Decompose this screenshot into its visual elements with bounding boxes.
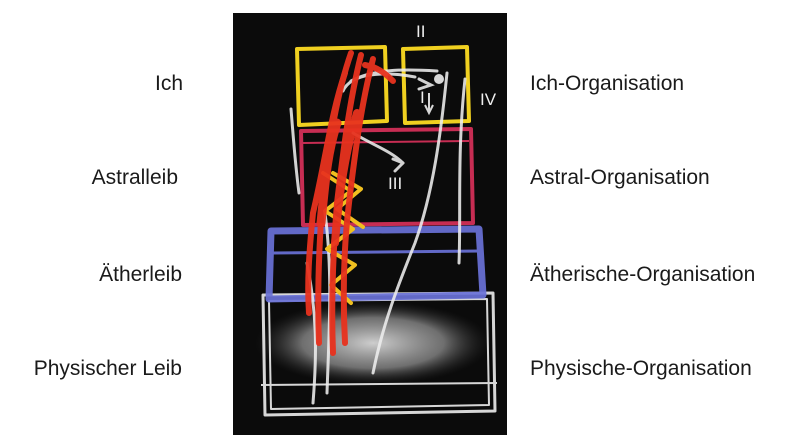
numeral-i: I: [420, 88, 425, 107]
numeral-iii: III: [388, 174, 402, 193]
blackboard-drawing: II I IV III: [233, 13, 507, 435]
blackboard-svg: II I IV III: [233, 13, 507, 435]
label-aetherleib: Ätherleib: [99, 264, 182, 285]
numeral-iv: IV: [480, 90, 497, 109]
label-physischer-leib: Physischer Leib: [34, 358, 182, 379]
numeral-ii: II: [416, 22, 425, 41]
label-ich: Ich: [155, 73, 183, 94]
label-astralleib: Astralleib: [92, 167, 178, 188]
label-astral-organisation: Astral-Organisation: [530, 167, 710, 188]
label-physische-organisation: Physische-Organisation: [530, 358, 752, 379]
label-aetherische-organisation: Ätherische-Organisation: [530, 264, 755, 285]
label-ich-organisation: Ich-Organisation: [530, 73, 684, 94]
